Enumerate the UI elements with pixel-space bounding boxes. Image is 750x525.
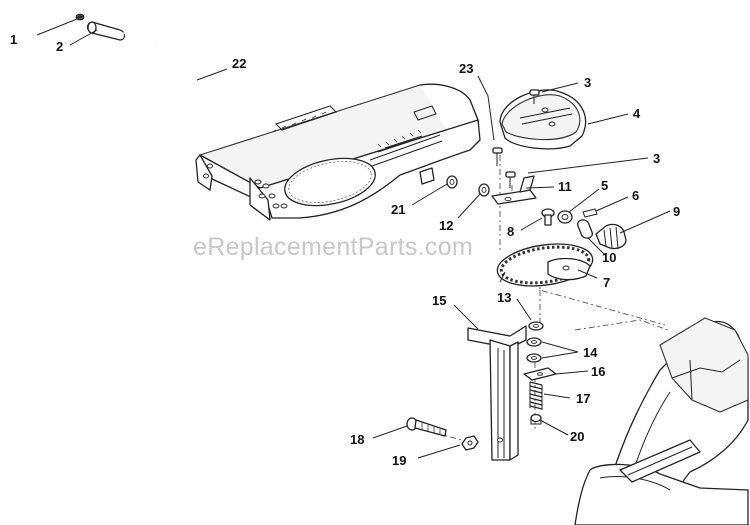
part-16-plate	[523, 367, 557, 381]
callout-6: 6	[632, 188, 639, 203]
callout-4: 4	[633, 106, 641, 121]
watermark-text: eReplacementParts.com	[193, 233, 473, 261]
callout-13: 13	[497, 290, 511, 305]
part-23-screw	[492, 147, 503, 166]
part-2-handle-grip	[86, 21, 126, 41]
part-20-nut	[530, 413, 542, 425]
callout-20: 20	[570, 429, 584, 444]
callout-3-mid: 3	[653, 151, 660, 166]
part-6-clip	[582, 208, 598, 218]
callout-9: 9	[673, 204, 680, 219]
callout-10: 10	[602, 250, 616, 265]
part-11-bracket	[491, 175, 537, 205]
leader-lines	[36, 18, 671, 459]
part-1-screw	[75, 13, 85, 21]
part-17-spring	[529, 381, 543, 410]
callout-1: 1	[10, 32, 17, 47]
callout-15: 15	[432, 293, 446, 308]
part-5-washer	[557, 210, 573, 224]
callout-11: 11	[558, 179, 572, 194]
callout-labels: 1 2 22 23 3 4 3 11 5 6 9 21 12 8 10 7 15…	[10, 32, 680, 468]
part-12-bushing	[478, 183, 490, 197]
part-9-spring-knob	[595, 223, 627, 250]
part-15-pivot-post	[467, 325, 527, 461]
callout-2: 2	[56, 39, 63, 54]
callout-17: 17	[576, 391, 590, 406]
part-4-knob-cap	[499, 89, 587, 150]
part-19-nut	[461, 435, 479, 451]
part-21-bushing	[446, 175, 458, 189]
callout-3-top: 3	[584, 75, 591, 90]
callout-21: 21	[391, 202, 405, 217]
callout-7: 7	[603, 275, 610, 290]
part-3-screw-lower	[505, 171, 516, 188]
part-22-crank-rod	[121, 32, 296, 123]
callout-16: 16	[591, 364, 605, 379]
callout-22: 22	[232, 56, 246, 71]
part-8-bolt	[541, 208, 555, 226]
callout-12: 12	[439, 218, 453, 233]
callout-23: 23	[459, 61, 473, 76]
part-18-bolt	[406, 417, 447, 437]
part-10-pawl	[577, 219, 593, 239]
housing-plate	[195, 83, 481, 221]
part-13-washer	[528, 321, 544, 331]
part-7-gear-ring	[496, 243, 594, 287]
discharge-chute	[574, 317, 749, 525]
callout-8: 8	[507, 224, 514, 239]
part-14-washer-b	[526, 353, 542, 363]
callout-14: 14	[583, 345, 598, 360]
callout-5: 5	[601, 178, 608, 193]
callout-18: 18	[350, 432, 364, 447]
part-3-screw-top	[529, 89, 540, 104]
part-14-washer-a	[526, 337, 542, 347]
callout-19: 19	[392, 453, 406, 468]
